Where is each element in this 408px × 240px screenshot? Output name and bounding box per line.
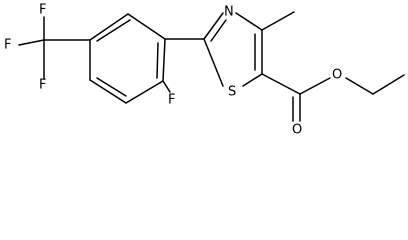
bonds (18, 11, 405, 122)
bond-benz-5 (89, 79, 127, 104)
bond-benz-1 (89, 13, 129, 41)
bond-thz-c2-n (203, 12, 224, 40)
bond-c-o-single (299, 77, 331, 95)
bond-thz-c2-nd (210, 19, 227, 42)
bond-o-ch2 (345, 77, 374, 95)
bond-ch2-ch3 (372, 74, 405, 95)
bond-thz-c5-s (242, 73, 263, 87)
atom-f3: F (39, 78, 46, 93)
bond-c5-carbonyl (261, 73, 301, 95)
bond-benz-3 (162, 38, 166, 82)
atom-f4: F (168, 93, 175, 108)
bond-ring-f4 (162, 80, 171, 93)
atom-s: S (228, 85, 236, 100)
bond-c-f2 (18, 39, 45, 46)
atom-n: N (224, 5, 234, 20)
atom-labels: F F F F N S O O (4, 3, 342, 138)
atom-o-ester: O (332, 68, 342, 83)
atom-f1: F (39, 3, 46, 18)
bond-thz-n-c4 (235, 12, 263, 31)
molecule-diagram: F F F F N S O O (4, 3, 405, 138)
bond-thz-s-c2 (203, 38, 224, 87)
bond-benz-5d (96, 77, 127, 97)
bond-benz-3d (156, 42, 159, 79)
bond-benz-4 (125, 80, 164, 104)
bond-benz-2 (127, 13, 166, 40)
bond-benz-1d (96, 19, 131, 42)
bond-methyl (261, 11, 295, 31)
atom-o-carbonyl: O (292, 123, 302, 138)
atom-f2: F (4, 38, 11, 53)
